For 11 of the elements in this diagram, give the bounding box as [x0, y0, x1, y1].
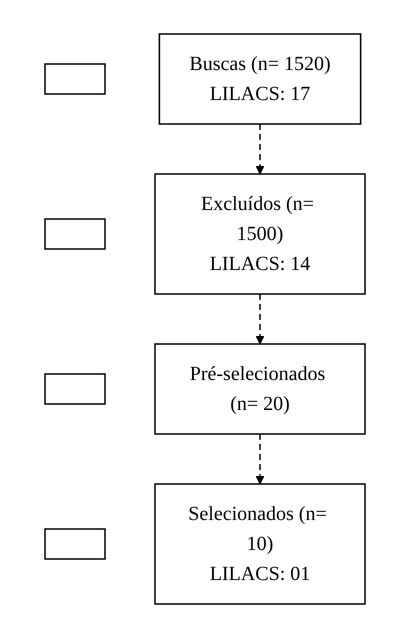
node-box [44, 528, 106, 560]
node-box: Buscas (n= 1520) LILACS: 17 [158, 33, 361, 125]
node-box [44, 218, 106, 250]
arrow [255, 434, 264, 484]
node-box [44, 373, 106, 405]
node-box: Selecionados (n= 10) LILACS: 01 [154, 483, 366, 605]
node-box: Excluídos (n= 1500) LILACS: 14 [154, 173, 366, 295]
arrow [255, 124, 264, 174]
node-box [44, 63, 106, 95]
arrow [255, 294, 264, 344]
node-box: Pré-selecionados (n= 20) [154, 343, 366, 435]
